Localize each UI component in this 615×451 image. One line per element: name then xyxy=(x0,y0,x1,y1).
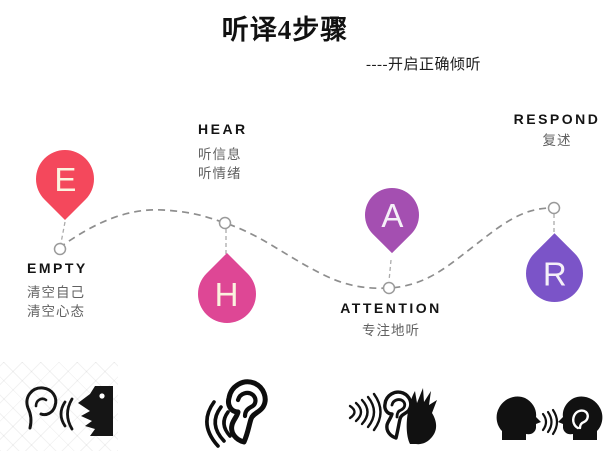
marker-respond-letter: R xyxy=(542,255,567,292)
node-circle-hear xyxy=(218,216,232,230)
step-desc-attention: 专注地听 xyxy=(362,323,420,338)
step-desc-hear: 听信息 听情绪 xyxy=(198,145,242,183)
node-circle-respond xyxy=(547,201,561,215)
node-circle-attention xyxy=(382,281,396,295)
step-desc-empty: 清空自己 清空心态 xyxy=(27,283,85,321)
marker-hear-letter: H xyxy=(215,275,239,313)
step-label-respond: RESPOND xyxy=(513,111,601,127)
step-desc-empty-line1: 清空自己 xyxy=(27,285,85,300)
hand-cupped-to-ear-icon xyxy=(348,388,437,445)
connector-empty xyxy=(60,221,66,244)
ear-with-sound-waves-icon xyxy=(205,379,268,448)
ear-and-speaking-face-icon xyxy=(25,386,113,436)
node-circle-empty xyxy=(53,242,67,256)
connector-attention xyxy=(388,259,392,282)
step-label-attention: ATTENTION xyxy=(340,300,442,316)
page-subtitle: ----开启正确倾听 xyxy=(366,57,481,73)
page-title: 听译4步骤 xyxy=(221,15,349,45)
step-desc-hear-line1: 听信息 xyxy=(198,147,242,162)
step-label-empty: EMPTY xyxy=(27,260,88,276)
marker-empty-letter: E xyxy=(53,160,77,198)
step-desc-respond: 复述 xyxy=(542,133,572,148)
dashed-curve xyxy=(58,207,555,290)
step-desc-hear-line2: 听情绪 xyxy=(198,166,242,181)
person-speaking-to-listener-icon xyxy=(496,396,603,440)
step-desc-empty-line2: 清空心态 xyxy=(27,304,85,319)
marker-attention-letter: A xyxy=(380,196,404,234)
step-label-hear: HEAR xyxy=(198,121,248,137)
